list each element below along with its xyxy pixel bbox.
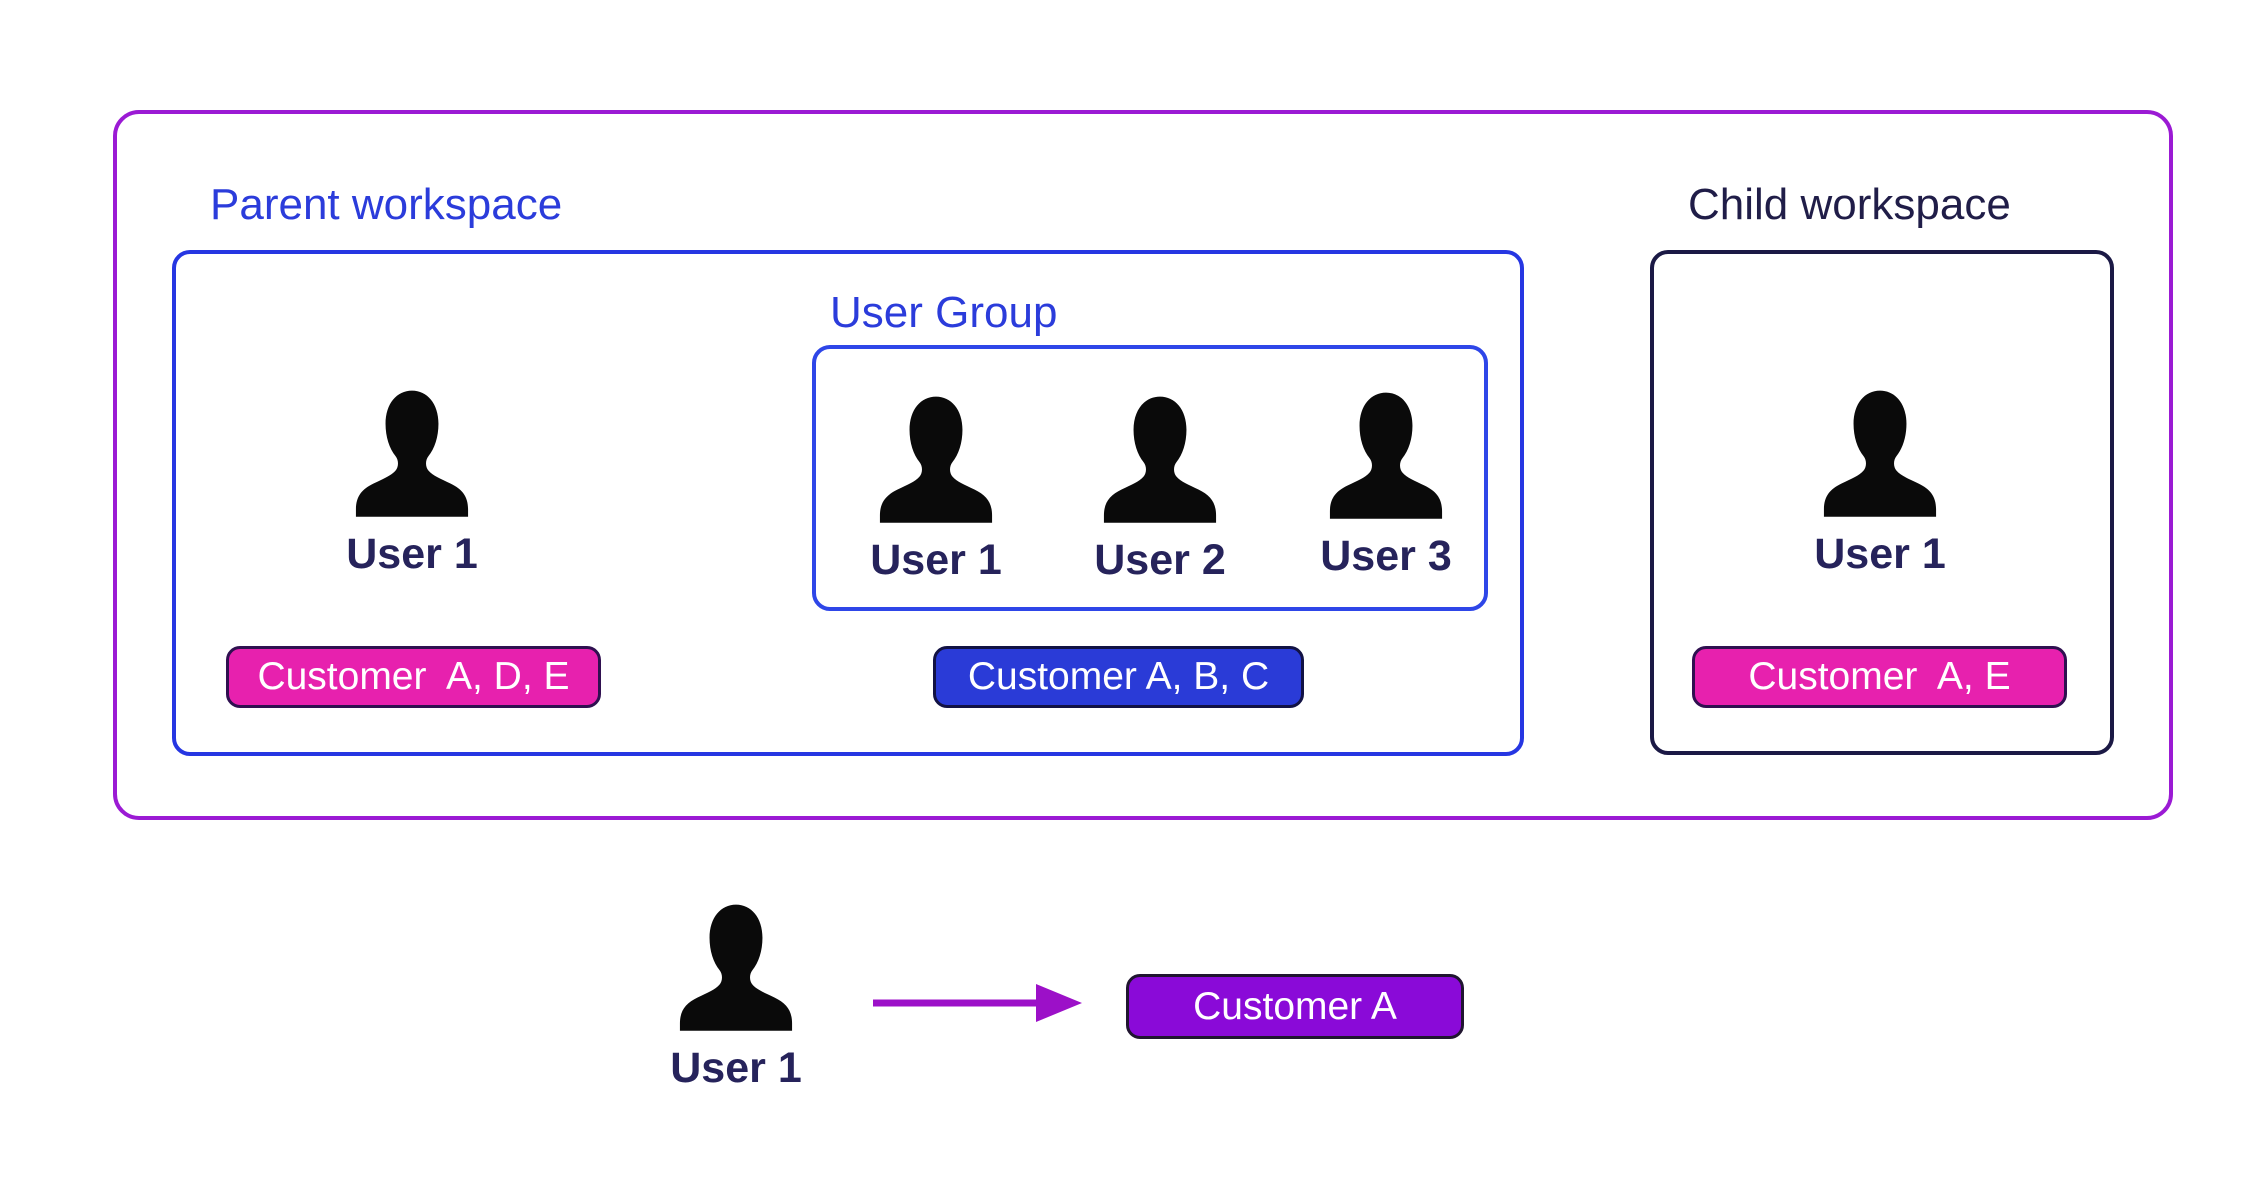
parent-customers-badge: Customer A, D, E bbox=[226, 646, 601, 708]
user-label: User 2 bbox=[1094, 536, 1226, 584]
user-label: User 3 bbox=[1320, 532, 1452, 580]
parent-inner-box bbox=[172, 250, 1524, 756]
user-figure: User 1 bbox=[327, 388, 497, 579]
user-label: User 1 bbox=[670, 1044, 802, 1092]
user-label: User 1 bbox=[346, 530, 478, 578]
arrow-right-icon bbox=[873, 984, 1082, 1022]
external-customer-badge: Customer A bbox=[1126, 974, 1464, 1039]
child-customers-badge: Customer A, E bbox=[1692, 646, 2067, 708]
user-icon bbox=[679, 904, 793, 1031]
user-icon bbox=[1823, 390, 1937, 517]
parent-workspace-box bbox=[113, 110, 2173, 820]
child-workspace-box bbox=[1650, 250, 2114, 755]
user-figure: User 1 bbox=[1795, 388, 1965, 579]
parent-workspace-label: Parent workspace bbox=[210, 180, 563, 229]
user-icon bbox=[879, 396, 993, 523]
user-icon bbox=[1103, 396, 1217, 523]
user-icon bbox=[355, 390, 469, 517]
user-figure: User 1 bbox=[651, 902, 821, 1093]
group-customers-badge: Customer A, B, C bbox=[933, 646, 1304, 708]
user-figure: User 1 bbox=[851, 394, 1021, 585]
user-label: User 1 bbox=[870, 536, 1002, 584]
user-figure: User 3 bbox=[1301, 390, 1471, 581]
user-group-label: User Group bbox=[830, 288, 1058, 337]
user-figure: User 2 bbox=[1075, 394, 1245, 585]
user-icon bbox=[1329, 392, 1443, 519]
child-workspace-label: Child workspace bbox=[1688, 180, 2011, 229]
user-group-box bbox=[812, 345, 1488, 611]
user-label: User 1 bbox=[1814, 530, 1946, 578]
